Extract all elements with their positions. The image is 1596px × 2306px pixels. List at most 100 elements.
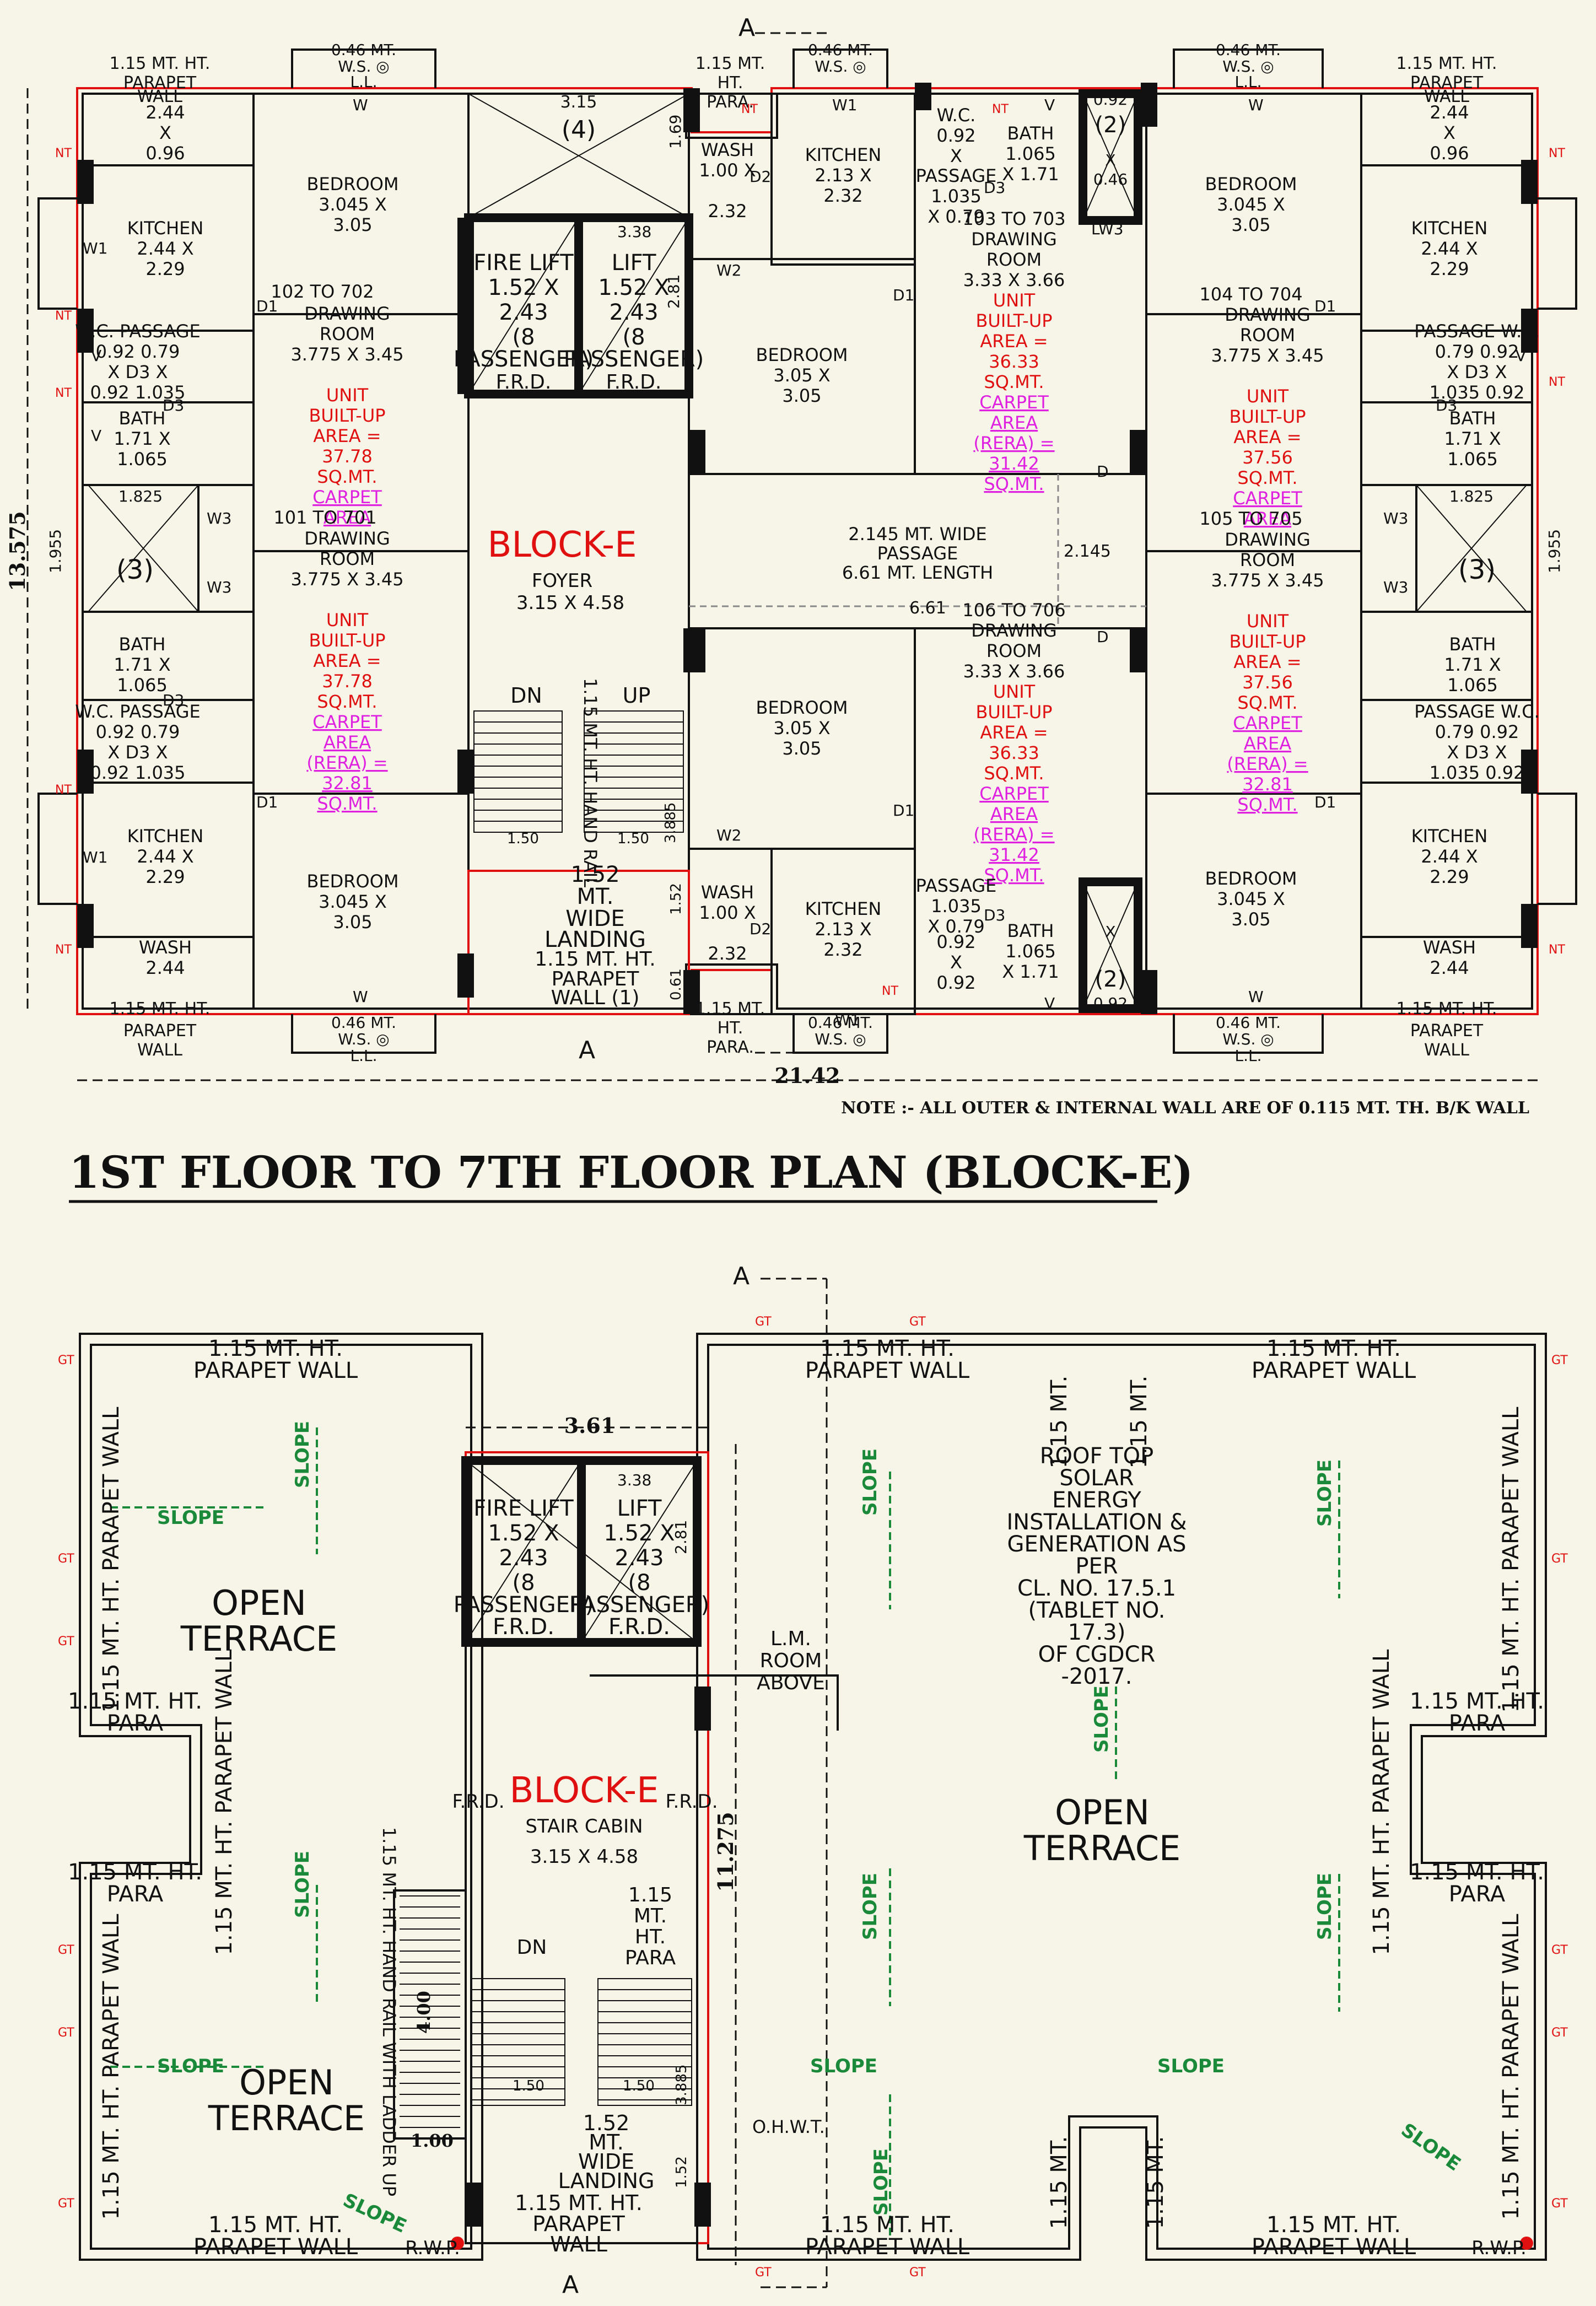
svg-text:AREA: AREA xyxy=(323,732,371,753)
svg-text:CL. NO. 17.5.1: CL. NO. 17.5.1 xyxy=(1017,1576,1176,1601)
svg-text:PASSAGE W.C.: PASSAGE W.C. xyxy=(1414,701,1540,722)
svg-text:3.045 X: 3.045 X xyxy=(1217,194,1285,215)
svg-text:3.33 X 3.66: 3.33 X 3.66 xyxy=(963,661,1065,682)
svg-text:1.065: 1.065 xyxy=(1005,941,1056,962)
foyer-label: FOYER xyxy=(532,570,592,592)
svg-text:X: X xyxy=(950,146,962,166)
svg-text:SQ.MT.: SQ.MT. xyxy=(984,371,1044,392)
svg-text:3.775 X 3.45: 3.775 X 3.45 xyxy=(1211,570,1324,591)
svg-text:1.15 MT.: 1.15 MT. xyxy=(1143,2136,1168,2229)
svg-text:0.92: 0.92 xyxy=(936,125,975,146)
svg-text:1.15 MT. HT. PARAPET WALL: 1.15 MT. HT. PARAPET WALL xyxy=(212,1649,237,1955)
svg-text:2.29: 2.29 xyxy=(145,258,185,279)
svg-text:1.15 MT. HT.: 1.15 MT. HT. xyxy=(208,1336,343,1361)
overall-depth-dim: 13.575 xyxy=(5,511,30,591)
svg-text:UNIT: UNIT xyxy=(993,681,1036,702)
overall-width-dim: 21.42 xyxy=(775,1063,840,1088)
svg-text:ROOM: ROOM xyxy=(1240,325,1295,346)
svg-text:SQ.MT.: SQ.MT. xyxy=(1237,794,1297,815)
svg-text:17.3): 17.3) xyxy=(1068,1620,1126,1645)
svg-text:V: V xyxy=(1516,347,1526,365)
svg-text:2.44 X: 2.44 X xyxy=(1421,238,1478,259)
svg-text:L.M.: L.M. xyxy=(770,1628,811,1650)
svg-text:0.79 0.92: 0.79 0.92 xyxy=(1435,721,1519,742)
svg-text:0.46 MT.: 0.46 MT. xyxy=(331,1014,396,1032)
svg-text:0.92 1.035: 0.92 1.035 xyxy=(90,382,185,403)
svg-text:PARAPET WALL: PARAPET WALL xyxy=(1252,2234,1416,2260)
svg-text:BEDROOM: BEDROOM xyxy=(756,344,848,365)
svg-text:SQ.MT.: SQ.MT. xyxy=(1237,467,1297,488)
svg-text:WALL: WALL xyxy=(137,87,182,106)
svg-text:V: V xyxy=(1044,96,1055,114)
svg-text:PASSAGE: PASSAGE xyxy=(916,875,997,896)
svg-text:GT: GT xyxy=(755,1315,772,1329)
svg-text:PARA: PARA xyxy=(1449,1711,1506,1736)
rwp-dot-right xyxy=(1520,2237,1533,2250)
svg-text:KITCHEN: KITCHEN xyxy=(1411,218,1488,239)
svg-text:D1: D1 xyxy=(1314,297,1336,315)
svg-text:ROOM: ROOM xyxy=(320,548,375,569)
svg-text:(8: (8 xyxy=(628,1570,650,1596)
svg-text:ROOM: ROOM xyxy=(986,249,1042,270)
svg-text:-2017.: -2017. xyxy=(1061,1664,1133,1689)
svg-text:OPEN: OPEN xyxy=(239,2062,334,2103)
svg-text:W1: W1 xyxy=(83,848,108,866)
rwp-dot-left xyxy=(451,2237,464,2250)
shaft4-dim: 1.69 xyxy=(666,115,684,149)
svg-text:BEDROOM: BEDROOM xyxy=(306,871,398,892)
landing-3: WIDE xyxy=(565,906,624,931)
plan1-title: 1ST FLOOR TO 7TH FLOOR PLAN (BLOCK-E) xyxy=(69,1146,1193,1198)
svg-text:1.15 MT. HT.: 1.15 MT. HT. xyxy=(515,2191,643,2215)
svg-text:PARAPET: PARAPET xyxy=(123,1021,197,1041)
svg-text:2.32: 2.32 xyxy=(823,185,862,206)
svg-text:SLOPE: SLOPE xyxy=(1397,2119,1465,2176)
svg-text:3.05: 3.05 xyxy=(782,738,821,759)
right-terrace-outline xyxy=(696,1333,1547,2261)
svg-text:AREA: AREA xyxy=(1244,508,1291,529)
svg-text:37.78: 37.78 xyxy=(322,446,373,467)
svg-text:1.50: 1.50 xyxy=(623,2078,655,2094)
landing-2: MT. xyxy=(577,884,614,909)
foyer-size: 3.15 X 4.58 xyxy=(516,592,624,614)
svg-text:SLOPE: SLOPE xyxy=(810,2055,877,2077)
svg-text:1.71 X: 1.71 X xyxy=(1444,428,1501,449)
svg-text:1.15 MT. HT.: 1.15 MT. HT. xyxy=(1410,1860,1544,1885)
svg-text:DRAWING: DRAWING xyxy=(1225,529,1311,550)
svg-text:1.15 MT. HT.: 1.15 MT. HT. xyxy=(1396,54,1497,73)
svg-text:KITCHEN: KITCHEN xyxy=(1411,826,1488,847)
svg-text:1.15 MT.: 1.15 MT. xyxy=(1047,1376,1072,1469)
svg-text:W.C. PASSAGE: W.C. PASSAGE xyxy=(75,701,201,722)
svg-text:BEDROOM: BEDROOM xyxy=(1205,174,1297,195)
shaft-labels: (3) (3) 1.825 1.825 1.955 1.955 (2) 0.92… xyxy=(46,89,1563,1013)
svg-text:1.065: 1.065 xyxy=(1005,143,1056,164)
svg-text:0.79 0.92: 0.79 0.92 xyxy=(1435,341,1519,362)
svg-text:D3: D3 xyxy=(163,396,184,414)
svg-text:X D3 X: X D3 X xyxy=(107,742,168,763)
svg-text:FIRE LIFT: FIRE LIFT xyxy=(473,1496,574,1521)
svg-text:0.96: 0.96 xyxy=(1430,143,1469,164)
svg-text:NT: NT xyxy=(55,943,72,957)
svg-text:PARAPET: PARAPET xyxy=(123,73,197,93)
svg-text:GT: GT xyxy=(58,2026,74,2040)
lift-dim-w: 3.38 xyxy=(617,223,651,241)
lift-dim-h: 2.81 xyxy=(665,274,683,309)
slope-arrows xyxy=(110,1427,1340,2238)
svg-text:X D3 X: X D3 X xyxy=(1447,362,1507,382)
landing-5: 1.15 MT. HT. xyxy=(535,948,656,971)
svg-text:KITCHEN: KITCHEN xyxy=(805,144,882,165)
svg-text:3.61: 3.61 xyxy=(564,1413,616,1438)
svg-text:W.S. ◎: W.S. ◎ xyxy=(815,57,866,76)
svg-text:WALL: WALL xyxy=(1424,87,1469,106)
svg-text:3.05: 3.05 xyxy=(1231,909,1270,930)
svg-text:GT: GT xyxy=(1551,2026,1568,2040)
plan1-labels: A A BLOCK-E FOYER 3.15 X 4.58 2.145 MT. … xyxy=(5,14,1565,1203)
svg-text:KITCHEN: KITCHEN xyxy=(127,218,204,239)
svg-text:1.15 MT.: 1.15 MT. xyxy=(695,999,765,1019)
unit-104: 104 TO 704 DRAWING ROOM 3.775 X 3.45 UNI… xyxy=(1199,284,1324,529)
svg-text:BUILT-UP: BUILT-UP xyxy=(975,702,1052,723)
svg-text:NT: NT xyxy=(55,147,72,160)
stair-dn: DN xyxy=(510,683,542,708)
svg-text:(TABLET NO.: (TABLET NO. xyxy=(1028,1598,1166,1623)
svg-text:LANDING: LANDING xyxy=(558,2169,655,2193)
